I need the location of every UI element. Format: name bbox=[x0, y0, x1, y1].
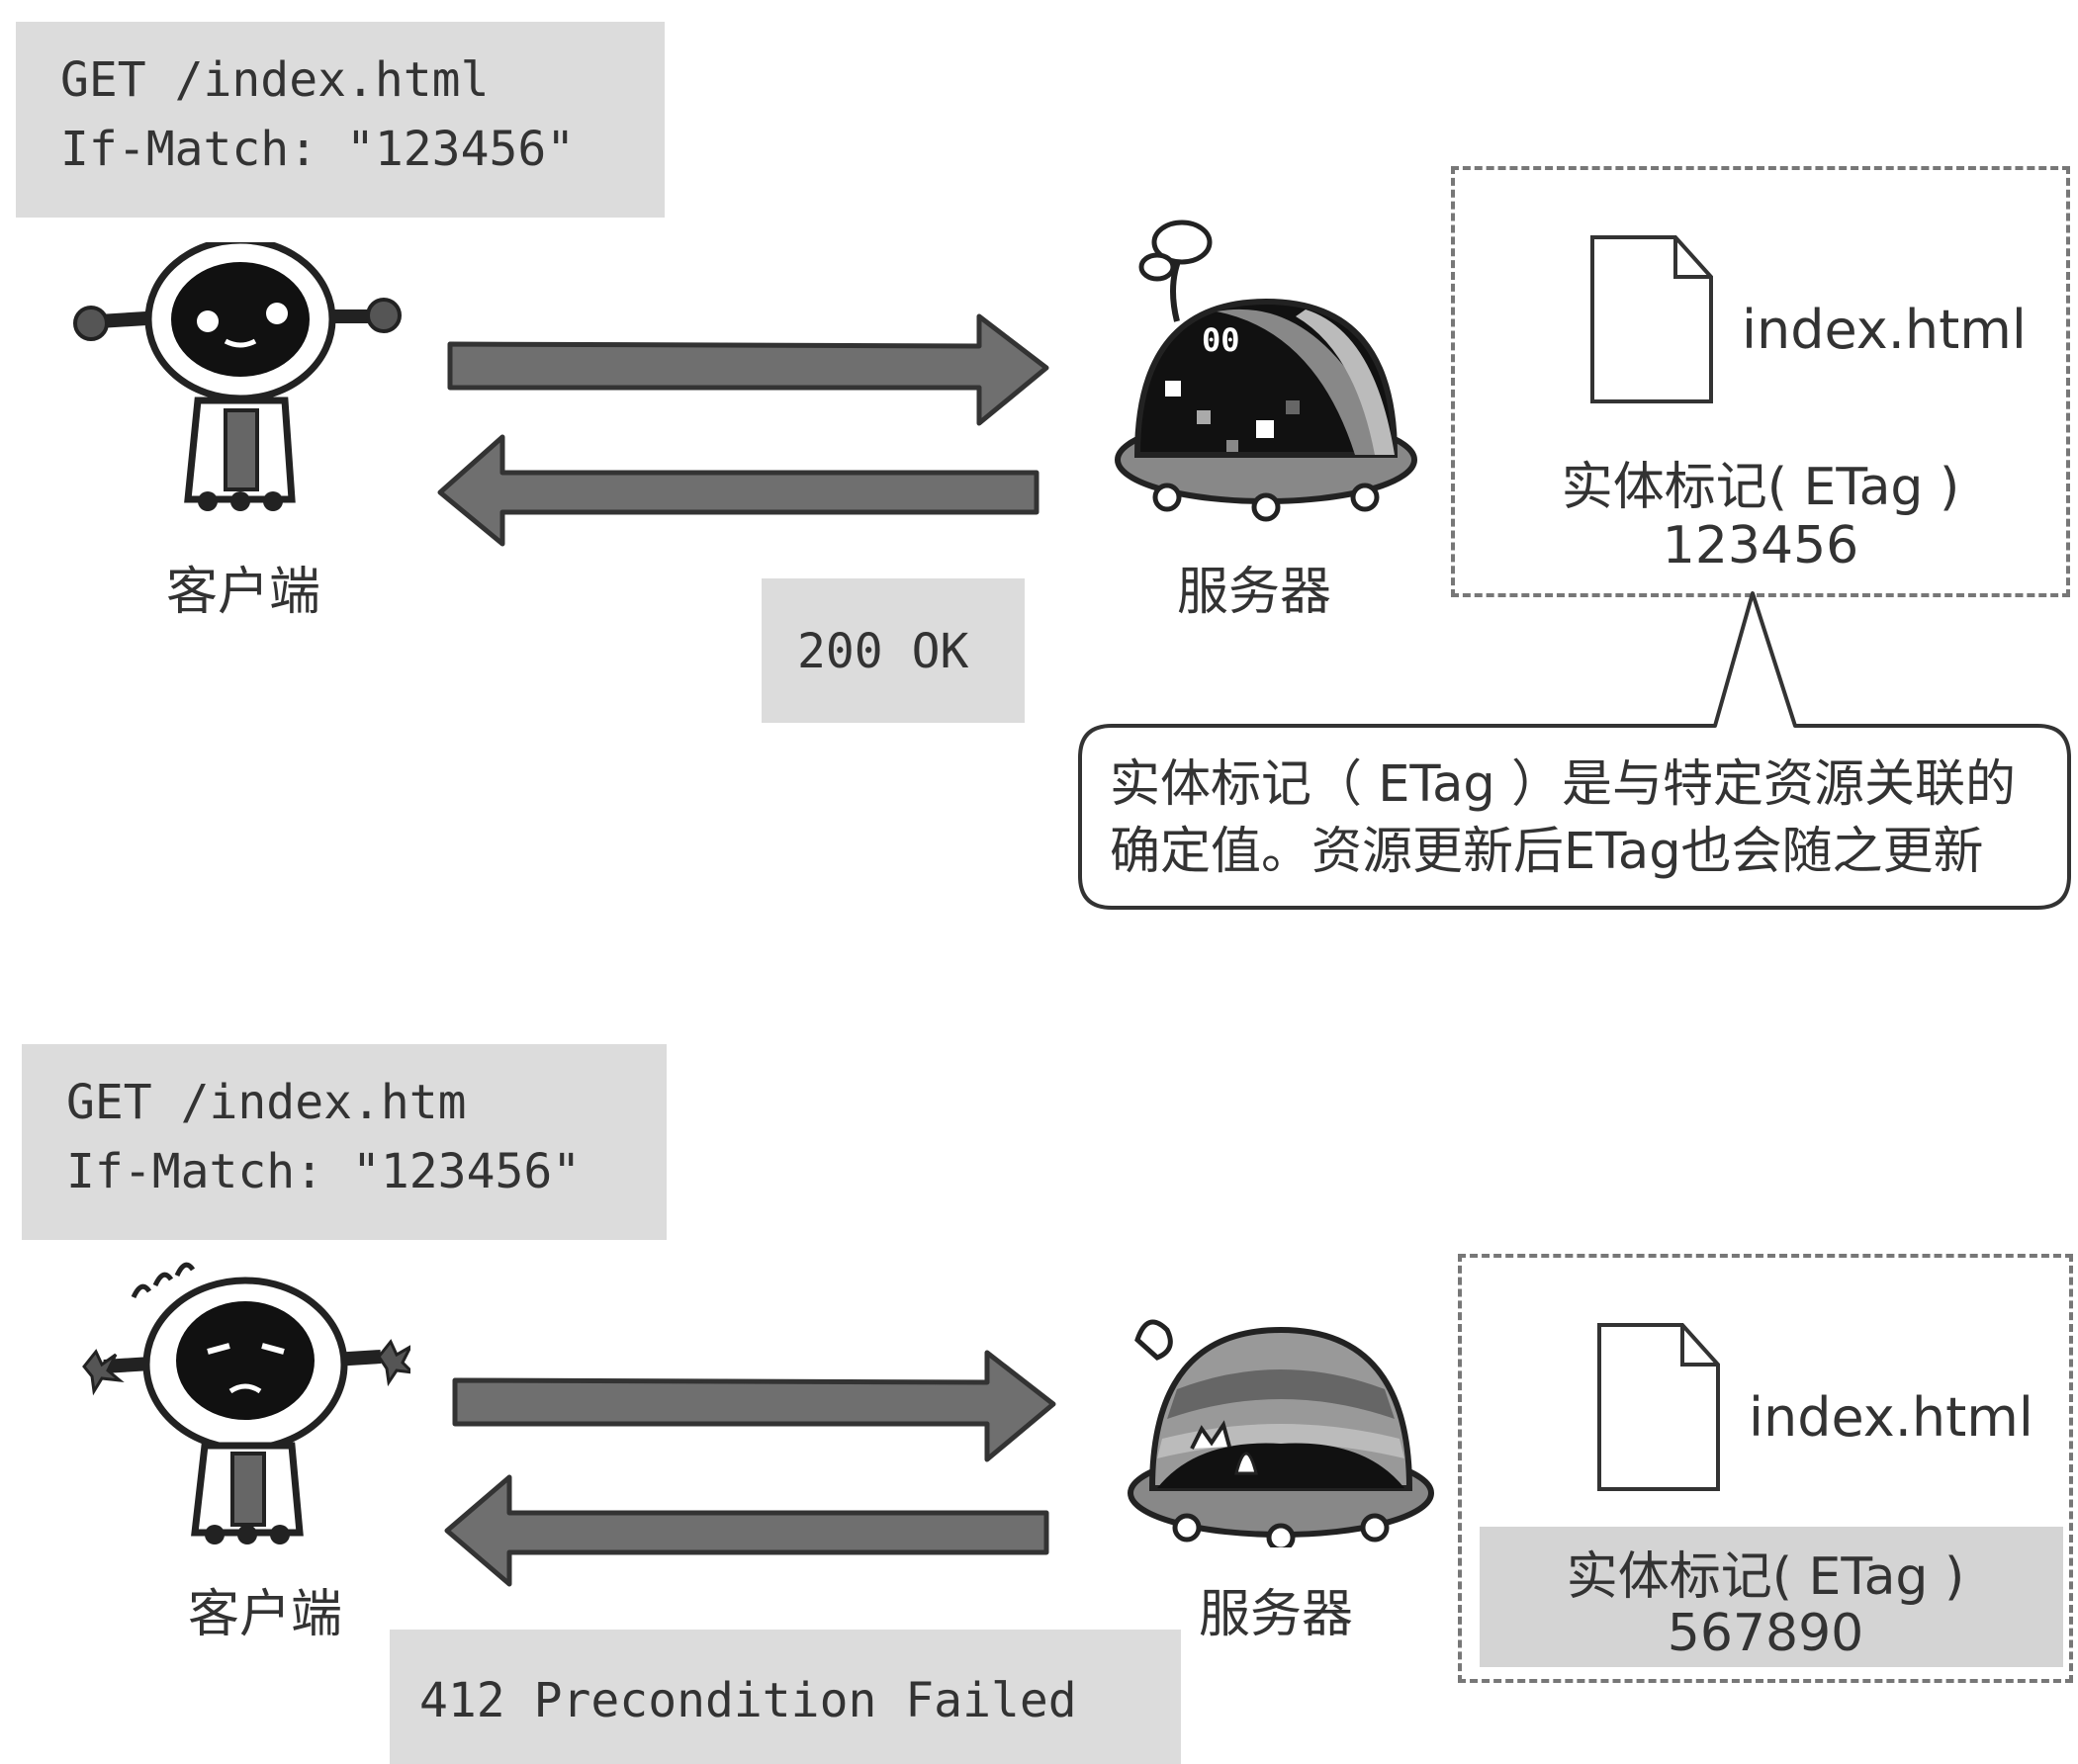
bottom-server-label: 服务器 bbox=[1199, 1585, 1354, 1644]
bottom-request-line-2: If-Match: "123456" bbox=[66, 1144, 582, 1199]
bottom-request-line-1: GET /index.htm bbox=[66, 1075, 467, 1130]
robot-client-icon bbox=[59, 236, 406, 519]
bottom-request-arrow bbox=[452, 1350, 1056, 1462]
document-icon bbox=[1595, 1321, 1724, 1494]
svg-text:00: 00 bbox=[1202, 321, 1240, 359]
top-filename: index.html bbox=[1742, 299, 2027, 361]
bottom-client-label: 客户端 bbox=[188, 1585, 343, 1644]
server-dome-broken-icon bbox=[1118, 1310, 1444, 1552]
bottom-filename: index.html bbox=[1749, 1386, 2033, 1449]
document-icon bbox=[1588, 233, 1717, 406]
robot-client-confused-icon bbox=[64, 1258, 417, 1544]
top-request-line-1: GET /index.html bbox=[60, 52, 490, 108]
bottom-etag-label: 实体标记( ETag ) bbox=[1566, 1547, 1965, 1607]
top-request-line-2: If-Match: "123456" bbox=[60, 122, 576, 177]
top-callout-line-1: 实体标记（ ETag ）是与特定资源关联的 bbox=[1110, 755, 2016, 814]
top-etag-label: 实体标记( ETag ) bbox=[1561, 458, 1960, 517]
bottom-etag-value: 567890 bbox=[1667, 1604, 1864, 1663]
bottom-response-text: 412 Precondition Failed bbox=[419, 1673, 1077, 1728]
top-resource-box: index.html 实体标记( ETag ) 123456 bbox=[1451, 166, 2070, 597]
top-etag-value: 123456 bbox=[1662, 516, 1859, 575]
bottom-resource-box: index.html 实体标记( ETag ) 567890 bbox=[1458, 1254, 2073, 1683]
server-dome-icon: 00 bbox=[1108, 213, 1424, 529]
top-client-label: 客户端 bbox=[166, 563, 321, 622]
bottom-response-box: 412 Precondition Failed bbox=[390, 1630, 1181, 1764]
top-callout-line-2: 确定值。资源更新后ETag也会随之更新 bbox=[1110, 823, 1984, 881]
top-response-text: 200 OK bbox=[797, 624, 969, 679]
top-response-box: 200 OK bbox=[762, 578, 1025, 723]
bottom-etag-highlight bbox=[1480, 1527, 2063, 1667]
bottom-response-arrow bbox=[444, 1474, 1049, 1587]
top-request-box: GET /index.html If-Match: "123456" bbox=[16, 22, 665, 218]
top-request-arrow bbox=[447, 313, 1049, 426]
top-server-label: 服务器 bbox=[1177, 563, 1332, 622]
bottom-request-box: GET /index.htm If-Match: "123456" bbox=[22, 1044, 667, 1240]
top-response-arrow bbox=[437, 434, 1039, 547]
